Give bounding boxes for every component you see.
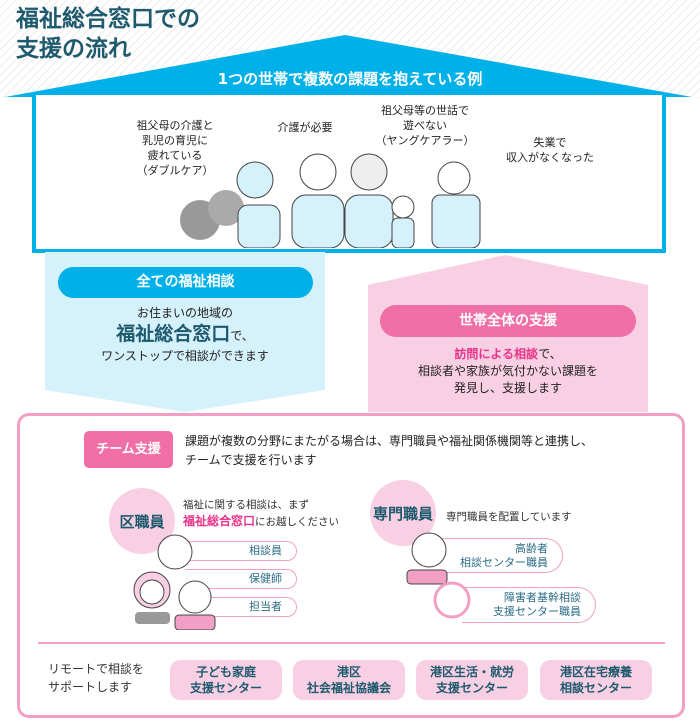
specialist-label: 専門職員 (370, 480, 436, 546)
text-suffix: にお越しください (255, 516, 340, 528)
text-line: 子ども家庭 (195, 665, 256, 679)
org-child-family-center: 子ども家庭支援センター (170, 660, 282, 700)
ward-staff-note: 福祉に関する相談は、まず 福祉総合窓口にお越しください (183, 497, 339, 530)
text-line: 支援センター (189, 681, 262, 695)
title-line: 福祉総合窓口での (16, 6, 200, 32)
caption-line: 遊べない (403, 119, 447, 132)
caption-line: 収入がなくなった (506, 151, 594, 164)
text-line: 相談センター (559, 681, 632, 695)
text-line: 社会福祉協議会 (306, 681, 391, 695)
text-line: サポートします (48, 680, 133, 694)
org-social-welfare-council: 港区社会福祉協議会 (293, 660, 405, 700)
remote-support-text: リモートで相談を サポートします (48, 660, 144, 696)
text-line: 発見し、支援します (453, 381, 562, 395)
text-line: 支援センター (435, 681, 508, 695)
caption-line: 失業で (533, 136, 567, 149)
team-support-text: 課題が複数の分野にまたがる場合は、専門職員や福祉関係機関等と連携し、 チームで支… (185, 432, 593, 470)
caption-line: （ダブルケア） (136, 164, 214, 177)
caption-line: 介護が必要 (277, 121, 333, 134)
divider (38, 642, 665, 644)
roof (5, 35, 692, 97)
text-line: 課題が複数の分野にまたがる場合は、専門職員や福祉関係機関等と連携し、 (185, 434, 594, 448)
specialist-illustration (406, 532, 471, 619)
team-support-badge: チーム支援 (84, 431, 173, 468)
text-line: 福祉に関する相談は、まず (183, 499, 309, 511)
text-line: リモートで相談を (48, 662, 145, 676)
text-suffix: で、 (538, 347, 562, 361)
caption-young-carer: 祖父母等の世話で 遊べない （ヤングケアラー） (370, 103, 480, 148)
role-case-worker: 担当者 (185, 597, 297, 617)
title-line: 支援の流れ (16, 36, 131, 62)
text-line: 港区 (336, 665, 361, 679)
text-suffix: で、 (230, 329, 254, 343)
page-title: 福祉総合窓口での 支援の流れ (16, 4, 200, 64)
text-line: 支援センター職員 (493, 605, 581, 618)
role-public-health-nurse: 保健師 (185, 569, 297, 589)
family-illustration (180, 153, 481, 248)
org-life-employment-center: 港区生活・就労支援センター (416, 660, 528, 700)
caption-line: 疲れている (147, 149, 203, 162)
right-panel-text: 訪問による相談で、 相談者や家族が気付かない課題を 発見し、支援します (368, 346, 648, 397)
caption-unemployed: 失業で 収入がなくなった (495, 135, 605, 165)
role-disability-center-staff: 障害者基幹相談 支援センター職員 (462, 587, 596, 623)
text-line: 港区生活・就労 (429, 665, 514, 679)
text-line: ワンストップで相談ができます (101, 349, 269, 363)
text-line: チームで支援を行います (185, 453, 317, 467)
ward-staff-illustration (133, 534, 216, 630)
specialist-note: 専門職員を配置しています (446, 511, 572, 523)
role-counselor: 相談員 (185, 541, 297, 561)
welfare-window-highlight: 福祉総合窓口 (183, 514, 256, 528)
caption-line: 祖父母等の世話で (381, 104, 469, 117)
roof-label: 1つの世帯で複数の課題を抱えている例 (217, 70, 483, 88)
text-line: 高齢者 (515, 541, 548, 555)
welfare-window-highlight: 福祉総合窓口 (116, 323, 231, 345)
left-panel-text: お住まいの地域の 福祉総合窓口で、 ワンストップで相談ができます (45, 305, 325, 365)
text-line: 相談者や家族が気付かない課題を (417, 364, 598, 378)
home-visit-highlight: 訪問による相談 (454, 347, 539, 361)
text-line: お住まいの地域の (136, 306, 233, 320)
caption-line: 乳児の育児に (142, 134, 208, 147)
org-home-care-center: 港区在宅療養相談センター (540, 660, 652, 700)
role-elderly-center-staff: 高齢者 相談センター職員 (440, 538, 563, 573)
caption-care-needed: 介護が必要 (260, 120, 350, 135)
caption-line: （ヤングケアラー） (375, 134, 475, 147)
caption-double-care: 祖父母の介護と 乳児の育児に 疲れている （ダブルケア） (120, 118, 230, 178)
caption-line: 祖父母の介護と (136, 119, 214, 132)
text-line: 相談センター職員 (460, 555, 548, 569)
household-support-pill: 世帯全体の支援 (380, 305, 636, 337)
all-welfare-consultation-pill: 全ての福祉相談 (58, 267, 313, 298)
text-line: 港区在宅療養 (559, 665, 632, 679)
text-line: 障害者基幹相談 (504, 591, 581, 604)
